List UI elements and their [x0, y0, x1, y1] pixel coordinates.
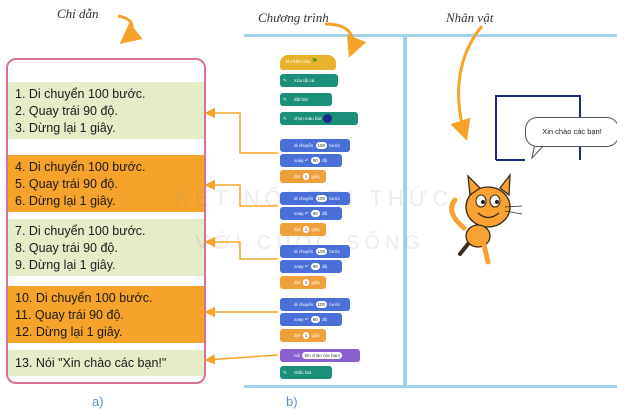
- instruction-step: 12. Dừng lại 1 giây.: [15, 325, 123, 339]
- guide-header-arrow: [117, 14, 143, 44]
- instruction-step: 4. Di chuyển 100 bước.: [15, 160, 146, 174]
- color-swatch: [322, 114, 332, 124]
- instruction-group-5: 13. Nói "Xin chào các bạn!": [8, 350, 204, 376]
- green-flag-icon: ⚑: [311, 58, 318, 65]
- wait-block[interactable]: đợi 1 giây: [280, 170, 326, 183]
- instruction-step: 6. Dừng lại 1 giây.: [15, 194, 116, 208]
- connector-arrow-3: [204, 236, 278, 260]
- turn-left-icon: ↶: [304, 264, 309, 269]
- pen-icon: ✎: [283, 116, 287, 121]
- turn-left-icon: ↶: [304, 317, 309, 322]
- pen-icon: ✎: [283, 97, 287, 102]
- character-header-arrow: [450, 25, 484, 141]
- wait-block[interactable]: đợi 1 giây: [280, 329, 326, 342]
- pen-color-block[interactable]: ✎chọn màu bút: [280, 112, 358, 125]
- instruction-group-3: 7. Di chuyển 100 bước. 8. Quay trái 90 đ…: [8, 219, 204, 276]
- stage-bottom-line: [244, 385, 617, 388]
- turn-left-icon: ↶: [304, 158, 309, 163]
- turn-left-block[interactable]: xoay ↶ 90 độ: [280, 207, 342, 220]
- guide-header: Chỉ dẫn: [57, 6, 99, 21]
- instruction-step: 10. Di chuyển 100 bước.: [15, 291, 153, 305]
- instruction-step: 11. Quay trái 90 độ.: [15, 308, 124, 322]
- turn-left-block[interactable]: xoay ↶ 90 độ: [280, 313, 342, 326]
- speech-bubble: Xin chào các bạn!: [525, 117, 617, 147]
- watermark-line-2: VỚI CUỘC SỐNG: [195, 232, 425, 254]
- when-flag-clicked-block[interactable]: khi bấm vào ⚑: [280, 55, 336, 70]
- cat-sprite-icon: [449, 172, 523, 265]
- character-header: Nhân vật: [446, 10, 494, 25]
- caption-b: b): [286, 394, 298, 409]
- connector-arrow-2: [204, 179, 278, 207]
- connector-arrow-5: [204, 354, 279, 365]
- say-block[interactable]: nói Xin chào các bạn!: [280, 349, 360, 362]
- instruction-group-2: 4. Di chuyển 100 bước. 5. Quay trái 90 đ…: [8, 155, 204, 212]
- wait-block[interactable]: đợi 1 giây: [280, 276, 326, 289]
- instruction-group-4: 10. Di chuyển 100 bước. 11. Quay trái 90…: [8, 286, 204, 343]
- stage-divider-line: [403, 34, 407, 387]
- move-block[interactable]: di chuyển 100 bước: [280, 298, 350, 311]
- caption-a: a): [92, 394, 104, 409]
- move-block[interactable]: di chuyển 100 bước: [280, 139, 350, 152]
- stage-top-line: [244, 34, 617, 37]
- instruction-step: 2. Quay trái 90 độ.: [15, 104, 118, 118]
- instruction-step: 8. Quay trái 90 độ.: [15, 241, 118, 255]
- scratch-script: khi bấm vào ⚑ ✎Xóa tất cả ✎đặt bút ✎chọn…: [280, 55, 360, 385]
- instruction-step: 13. Nói "Xin chào các bạn!": [15, 356, 167, 370]
- instruction-step: 5. Quay trái 90 độ.: [15, 177, 118, 191]
- pen-clear-block[interactable]: ✎Xóa tất cả: [280, 74, 338, 87]
- instruction-step: 1. Di chuyển 100 bước.: [15, 87, 146, 101]
- move-block[interactable]: di chuyển 100 bước: [280, 192, 350, 205]
- instruction-step: 7. Di chuyển 100 bước.: [15, 224, 146, 238]
- pen-up-block[interactable]: ✎nhấc bút: [280, 366, 332, 379]
- instruction-step: 3. Dừng lại 1 giây.: [15, 121, 116, 135]
- pen-icon: ✎: [283, 78, 287, 83]
- turn-left-icon: ↶: [304, 211, 309, 216]
- pen-down-block[interactable]: ✎đặt bút: [280, 93, 332, 106]
- wait-block[interactable]: đợi 1 giây: [280, 223, 326, 236]
- program-header-arrow: [324, 22, 367, 58]
- instruction-group-1: 1. Di chuyển 100 bước. 2. Quay trái 90 đ…: [8, 82, 204, 139]
- move-block[interactable]: di chuyển 100 bước: [280, 245, 350, 258]
- pen-icon: ✎: [283, 370, 287, 375]
- program-header: Chương trình: [258, 10, 329, 25]
- instruction-panel: 1. Di chuyển 100 bước. 2. Quay trái 90 đ…: [6, 58, 206, 384]
- turn-left-block[interactable]: xoay ↶ 90 độ: [280, 260, 342, 273]
- instruction-step: 9. Dừng lại 1 giây.: [15, 258, 116, 272]
- turn-left-block[interactable]: xoay ↶ 90 độ: [280, 154, 342, 167]
- connector-arrow-1: [204, 107, 278, 154]
